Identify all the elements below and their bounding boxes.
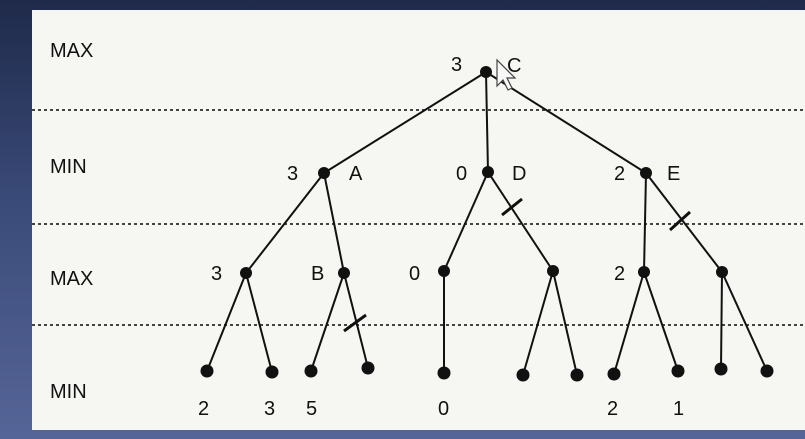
edge [485, 71, 647, 174]
node-c-value: 3 [451, 54, 462, 76]
node-d-name: D [512, 163, 526, 185]
prune-mark [343, 313, 367, 333]
leaf-value: 5 [306, 398, 317, 420]
edge [522, 270, 554, 376]
node-b [338, 267, 350, 279]
edge [443, 171, 489, 272]
edge [487, 171, 554, 272]
node-e [640, 167, 652, 179]
leaf-node [760, 364, 774, 378]
edge [310, 272, 345, 372]
leaf-value: 1 [673, 398, 684, 420]
level-label-min: MIN [50, 156, 87, 178]
level-label-max: MAX [50, 40, 93, 62]
edge [323, 172, 345, 274]
node [438, 265, 450, 277]
node-a [318, 167, 330, 179]
leaf-node [516, 368, 530, 382]
edge [613, 271, 645, 375]
level-separators [32, 109, 805, 326]
leaf-node [265, 365, 279, 379]
leaf-value: 2 [607, 398, 618, 420]
edge [721, 271, 768, 372]
node [240, 267, 252, 279]
node-e-name: E [667, 163, 680, 185]
node-value: 2 [614, 263, 625, 285]
leaf-node [200, 364, 214, 378]
node-c [480, 66, 492, 78]
leaf-node [304, 364, 318, 378]
leaf-value: 0 [438, 398, 449, 420]
node [716, 266, 728, 278]
node [547, 265, 559, 277]
leaf-node [437, 366, 451, 380]
tree-nodes [200, 66, 774, 382]
tree-edges [206, 71, 768, 376]
node-d-value: 0 [456, 163, 467, 185]
node-e-value: 2 [614, 163, 625, 185]
diagram-background [32, 10, 805, 430]
node-b-name: B [311, 263, 324, 285]
edge [323, 71, 487, 174]
node-a-value: 3 [287, 163, 298, 185]
prune-marks [343, 197, 692, 333]
leaf-value: 2 [198, 398, 209, 420]
edge [245, 172, 325, 274]
node-c-name: C [507, 55, 521, 77]
edge [720, 271, 723, 370]
leaf-node [714, 362, 728, 376]
mouse-cursor-icon [496, 58, 517, 91]
node [638, 266, 650, 278]
edge [643, 271, 679, 372]
leaf-node [570, 368, 584, 382]
edge [245, 272, 273, 373]
edge [206, 272, 247, 372]
edge [643, 172, 647, 273]
leaf-value: 3 [264, 398, 275, 420]
edge [485, 71, 489, 173]
prune-mark [501, 197, 523, 217]
node-value: 3 [211, 263, 222, 285]
node-value: 0 [409, 263, 420, 285]
level-label-max: MAX [50, 268, 93, 290]
node-a-name: A [349, 163, 363, 185]
edge [552, 270, 578, 376]
leaf-node [671, 364, 685, 378]
level-label-min: MIN [50, 381, 87, 403]
edge [645, 172, 723, 273]
node-d [482, 166, 494, 178]
prune-mark [668, 210, 692, 232]
leaf-node [607, 367, 621, 381]
leaf-node [361, 361, 375, 375]
